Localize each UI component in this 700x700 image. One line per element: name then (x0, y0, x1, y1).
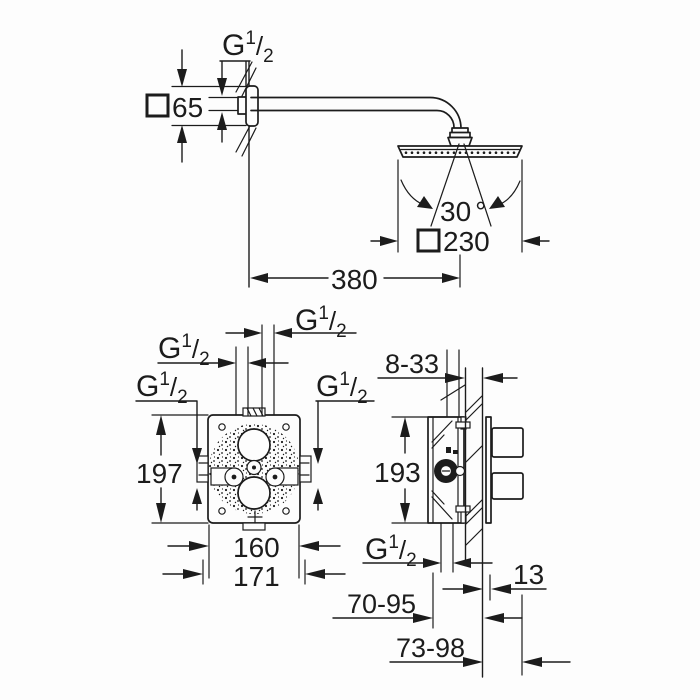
dim-depth-plate-group: 73-98 (389, 594, 571, 676)
supply-pipes (235, 324, 275, 416)
thread-label-right-port-group: G1/2 (313, 369, 375, 511)
dim-head-width-group: 230 (370, 159, 550, 257)
dim-side-height: 193 (374, 457, 421, 488)
upper-handle (491, 427, 524, 458)
thread-label-left-port-group: G1/2 (135, 369, 202, 511)
dim-plate-offset-group: 13 (442, 559, 547, 601)
thread-label-top-port: G1/2 (295, 303, 347, 342)
thread-label-right-port: G1/2 (316, 369, 368, 408)
dim-front-height: 197 (136, 458, 183, 489)
dim-arm-projection-group: 380 (250, 254, 461, 295)
dim-depth-body-group: 70-95 (332, 572, 523, 629)
thread-label-left-port: G1/2 (136, 369, 188, 408)
shower-arm (237, 85, 462, 132)
dim-front-height-group: 197 (136, 414, 209, 524)
right-side-port (299, 455, 312, 483)
dim-depth-body: 70-95 (347, 589, 416, 619)
dim-wall-plate-group: 65 (145, 49, 247, 163)
thread-label-arm: G1/2 (222, 28, 274, 67)
dim-head-width: 230 (443, 226, 490, 257)
dim-tile-range: 8-33 (385, 349, 439, 379)
wall-section-side (464, 367, 484, 678)
thread-label-top-port-group: G1/2 (225, 303, 357, 342)
bottom-outlet-pipe (440, 522, 454, 573)
dim-tile-range-group: 8-33 (377, 349, 518, 383)
escutcheon-plate (485, 416, 492, 524)
square-symbol-plate (145, 93, 170, 118)
thread-label-bottom-port: G1/2 (365, 532, 417, 571)
square-symbol-head (416, 228, 441, 253)
left-side-port (196, 455, 209, 483)
side-view-valve (427, 349, 524, 678)
thread-label-mid-port: G1/2 (158, 331, 210, 370)
spray-angle-group: 30° (400, 143, 521, 227)
dim-spray-angle: 30° (440, 196, 486, 227)
speckle-texture (209, 424, 300, 514)
dim-front-plate-width: 171 (233, 561, 280, 592)
thread-label-mid-port-group: G1/2 (157, 331, 289, 370)
riser-pipe (440, 349, 466, 418)
bottom-valve-port (237, 476, 271, 510)
top-valve-port (237, 428, 271, 462)
lower-handle (491, 472, 524, 500)
dim-wall-plate: 65 (172, 92, 203, 123)
dim-side-height-group: 193 (374, 416, 447, 524)
dim-depth-plate: 73-98 (396, 633, 465, 663)
shower-head (397, 127, 523, 158)
dim-arm-projection: 380 (331, 264, 378, 295)
dim-front-width-group: 160 171 (162, 524, 346, 592)
dim-plate-offset: 13 (513, 559, 544, 590)
dim-front-width: 160 (233, 532, 280, 563)
front-view-valve (196, 324, 312, 531)
thread-label-bottom-port-group: G1/2 (362, 532, 493, 571)
